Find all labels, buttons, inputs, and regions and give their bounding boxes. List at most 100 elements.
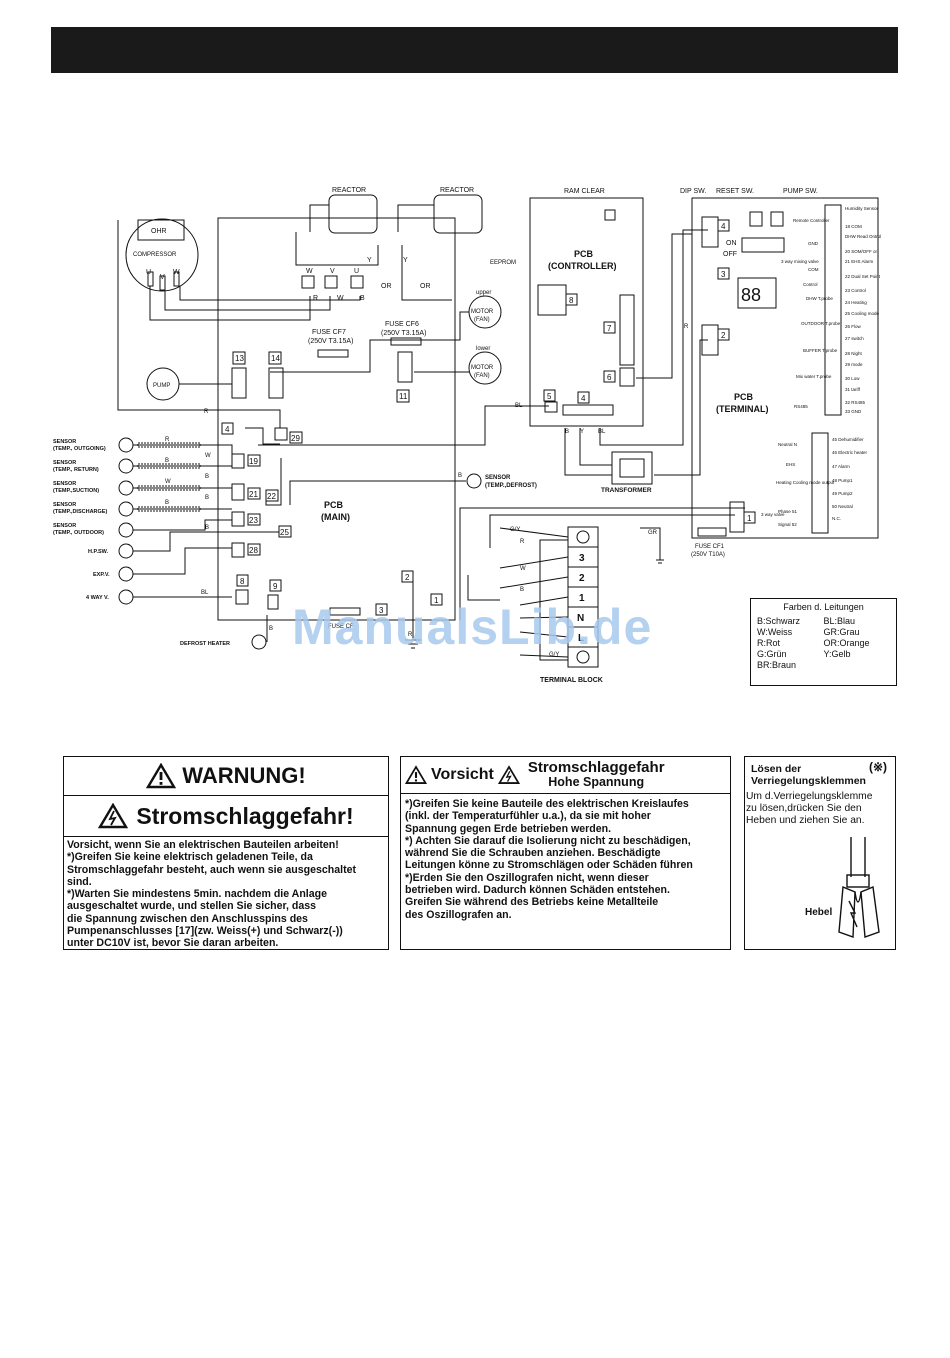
svg-text:(CONTROLLER): (CONTROLLER) xyxy=(548,261,617,271)
svg-text:BL: BL xyxy=(201,590,209,596)
svg-text:30 Low: 30 Low xyxy=(845,376,860,381)
warning1-line: unter DC10V ist, bevor Sie daran arbeite… xyxy=(67,937,279,950)
svg-text:27 switch: 27 switch xyxy=(845,336,864,341)
label-fuse-cf7: FUSE CF7 xyxy=(312,329,346,336)
label-pcb-controller: PCB xyxy=(574,249,594,259)
label-terminal-block: TERMINAL BLOCK xyxy=(540,677,603,684)
svg-text:(FAN): (FAN) xyxy=(474,317,490,323)
svg-text:(FAN): (FAN) xyxy=(474,373,490,379)
svg-text:32 RS485: 32 RS485 xyxy=(845,400,866,405)
warning1-line: *)Greifen Sie keine elektrisch geladenen… xyxy=(67,851,313,864)
svg-text:Humidity Sensor: Humidity Sensor xyxy=(845,206,879,211)
svg-text:4 WAY V.: 4 WAY V. xyxy=(86,595,109,601)
svg-text:W: W xyxy=(165,479,171,485)
warning2-line: Spannung gegen Erde betrieben werden. xyxy=(405,822,612,835)
svg-text:Remote Controller: Remote Controller xyxy=(793,218,830,223)
wire-color-legend: Farben d. Leitungen B:Schwarz BL:Blau W:… xyxy=(750,598,897,686)
svg-text:BUFFER T.probe: BUFFER T.probe xyxy=(803,348,838,353)
svg-text:GR: GR xyxy=(648,530,658,536)
svg-text:R: R xyxy=(313,295,318,302)
svg-text:SENSOR: SENSOR xyxy=(485,475,511,481)
svg-text:L: L xyxy=(578,633,584,644)
warning-box-2: Vorsicht Stromschlaggefahr Hohe Spannung… xyxy=(400,756,731,950)
svg-text:45 Dehumidifier: 45 Dehumidifier xyxy=(832,437,864,442)
svg-text:(MAIN): (MAIN) xyxy=(321,512,350,522)
warning1-subtitle: Stromschlaggefahr! xyxy=(136,802,354,829)
svg-text:2: 2 xyxy=(579,573,585,584)
label-pump: PUMP xyxy=(153,383,170,389)
conn-1t: 1 xyxy=(747,514,752,523)
conn-7: 7 xyxy=(607,324,612,333)
svg-text:48 Pump1: 48 Pump1 xyxy=(832,478,853,483)
svg-text:SENSOR: SENSOR xyxy=(53,481,76,487)
label-pcb-main: PCB xyxy=(324,500,344,510)
warning2-line: betrieben wird. Dadurch können Schäden e… xyxy=(405,884,670,897)
svg-text:N.C.: N.C. xyxy=(832,516,841,521)
svg-text:21 EHS Alarm: 21 EHS Alarm xyxy=(845,259,874,264)
conn-3t: 3 xyxy=(721,270,726,279)
conn-4t: 4 xyxy=(721,222,726,231)
label-reset-sw: RESET SW. xyxy=(716,188,754,195)
warning2-line: des Oszillografen an. xyxy=(405,908,512,921)
label-pump-sw: PUMP SW. xyxy=(783,188,818,195)
conn-6: 6 xyxy=(607,373,612,382)
svg-text:(TEMP.,SUCTION): (TEMP.,SUCTION) xyxy=(53,488,99,494)
svg-text:23 Control: 23 Control xyxy=(845,288,866,293)
pcb-controller-board xyxy=(529,197,644,427)
svg-text:EXP.V.: EXP.V. xyxy=(93,572,110,578)
label-dip-sw: DIP SW. xyxy=(680,188,706,195)
svg-text:49 Pump2: 49 Pump2 xyxy=(832,491,853,496)
warning1-body: Vorsicht, wenn Sie an elektrischen Baute… xyxy=(64,837,388,952)
svg-text:W: W xyxy=(306,268,313,275)
legend-item: W:Weiss xyxy=(757,627,793,637)
svg-text:OR: OR xyxy=(381,283,392,290)
warning2-line: (inkl. der Temperaturfühler u.a.), da si… xyxy=(405,810,651,823)
conn-3: 3 xyxy=(379,606,384,615)
svg-text:3 way mixing valve: 3 way mixing valve xyxy=(781,259,819,264)
svg-text:Signal 52: Signal 52 xyxy=(778,522,797,527)
svg-text:(TEMP., OUTDOOR): (TEMP., OUTDOOR) xyxy=(53,530,104,536)
svg-text:SENSOR: SENSOR xyxy=(53,502,76,508)
warning2-line: *)Erden Sie den Oszillografen nicht, wen… xyxy=(405,871,649,884)
legend-item: OR:Orange xyxy=(823,638,870,648)
svg-text:FUSE CF: FUSE CF xyxy=(328,624,354,630)
svg-text:28 Night: 28 Night xyxy=(845,351,863,356)
warning3-title-line2: Verriegelungsklemmen xyxy=(751,775,866,787)
legend-item xyxy=(824,660,891,671)
svg-text:GND: GND xyxy=(808,241,819,246)
svg-text:(250V T10A): (250V T10A) xyxy=(691,552,725,558)
svg-text:OFF: OFF xyxy=(723,251,737,258)
header-bar xyxy=(51,27,898,73)
conn-22: 22 xyxy=(267,492,276,501)
svg-text:RS485: RS485 xyxy=(794,404,808,409)
legend-grid: B:Schwarz BL:Blau W:Weiss GR:Grau R:Rot … xyxy=(757,616,890,671)
svg-text:(TEMP.,DISCHARGE): (TEMP.,DISCHARGE) xyxy=(53,509,107,515)
svg-text:V: V xyxy=(160,274,165,281)
warning1-title: WARNUNG! xyxy=(182,763,306,788)
svg-text:18 COM: 18 COM xyxy=(845,224,862,229)
svg-text:G/Y: G/Y xyxy=(549,652,559,658)
svg-text:B: B xyxy=(458,473,462,479)
warning1-line: die Spannung zwischen den Anschlusspins … xyxy=(67,912,308,925)
conn-9: 9 xyxy=(273,582,278,591)
svg-text:BL: BL xyxy=(598,429,606,435)
svg-text:DHW T.probe: DHW T.probe xyxy=(806,296,833,301)
conn-8b: 8 xyxy=(240,577,245,586)
svg-text:R: R xyxy=(408,632,413,638)
warning3-line: Um d.Verriegelungsklemme xyxy=(746,791,873,802)
svg-text:Neutral N: Neutral N xyxy=(778,442,797,447)
conn-21: 21 xyxy=(249,490,258,499)
svg-text:U: U xyxy=(146,269,151,276)
label-pcb-terminal: PCB xyxy=(734,392,754,402)
conn-1: 1 xyxy=(434,596,439,605)
svg-text:B: B xyxy=(520,587,524,593)
conn-19: 19 xyxy=(249,457,258,466)
warning2-line: Greifen Sie während des Betriebs keine M… xyxy=(405,896,659,909)
svg-text:EHS: EHS xyxy=(786,462,795,467)
warning-box-1: WARNUNG! Stromschlaggefahr! Vorsicht, we… xyxy=(63,756,389,950)
warning1-line: ausgeschaltet wurde, und stellen Sie sic… xyxy=(67,900,317,913)
warning3-title-line1: Lösen der xyxy=(751,763,802,775)
svg-text:upper: upper xyxy=(476,290,491,296)
svg-text:(250V T3.15A): (250V T3.15A) xyxy=(381,330,426,337)
electric-hazard-icon xyxy=(497,765,520,784)
